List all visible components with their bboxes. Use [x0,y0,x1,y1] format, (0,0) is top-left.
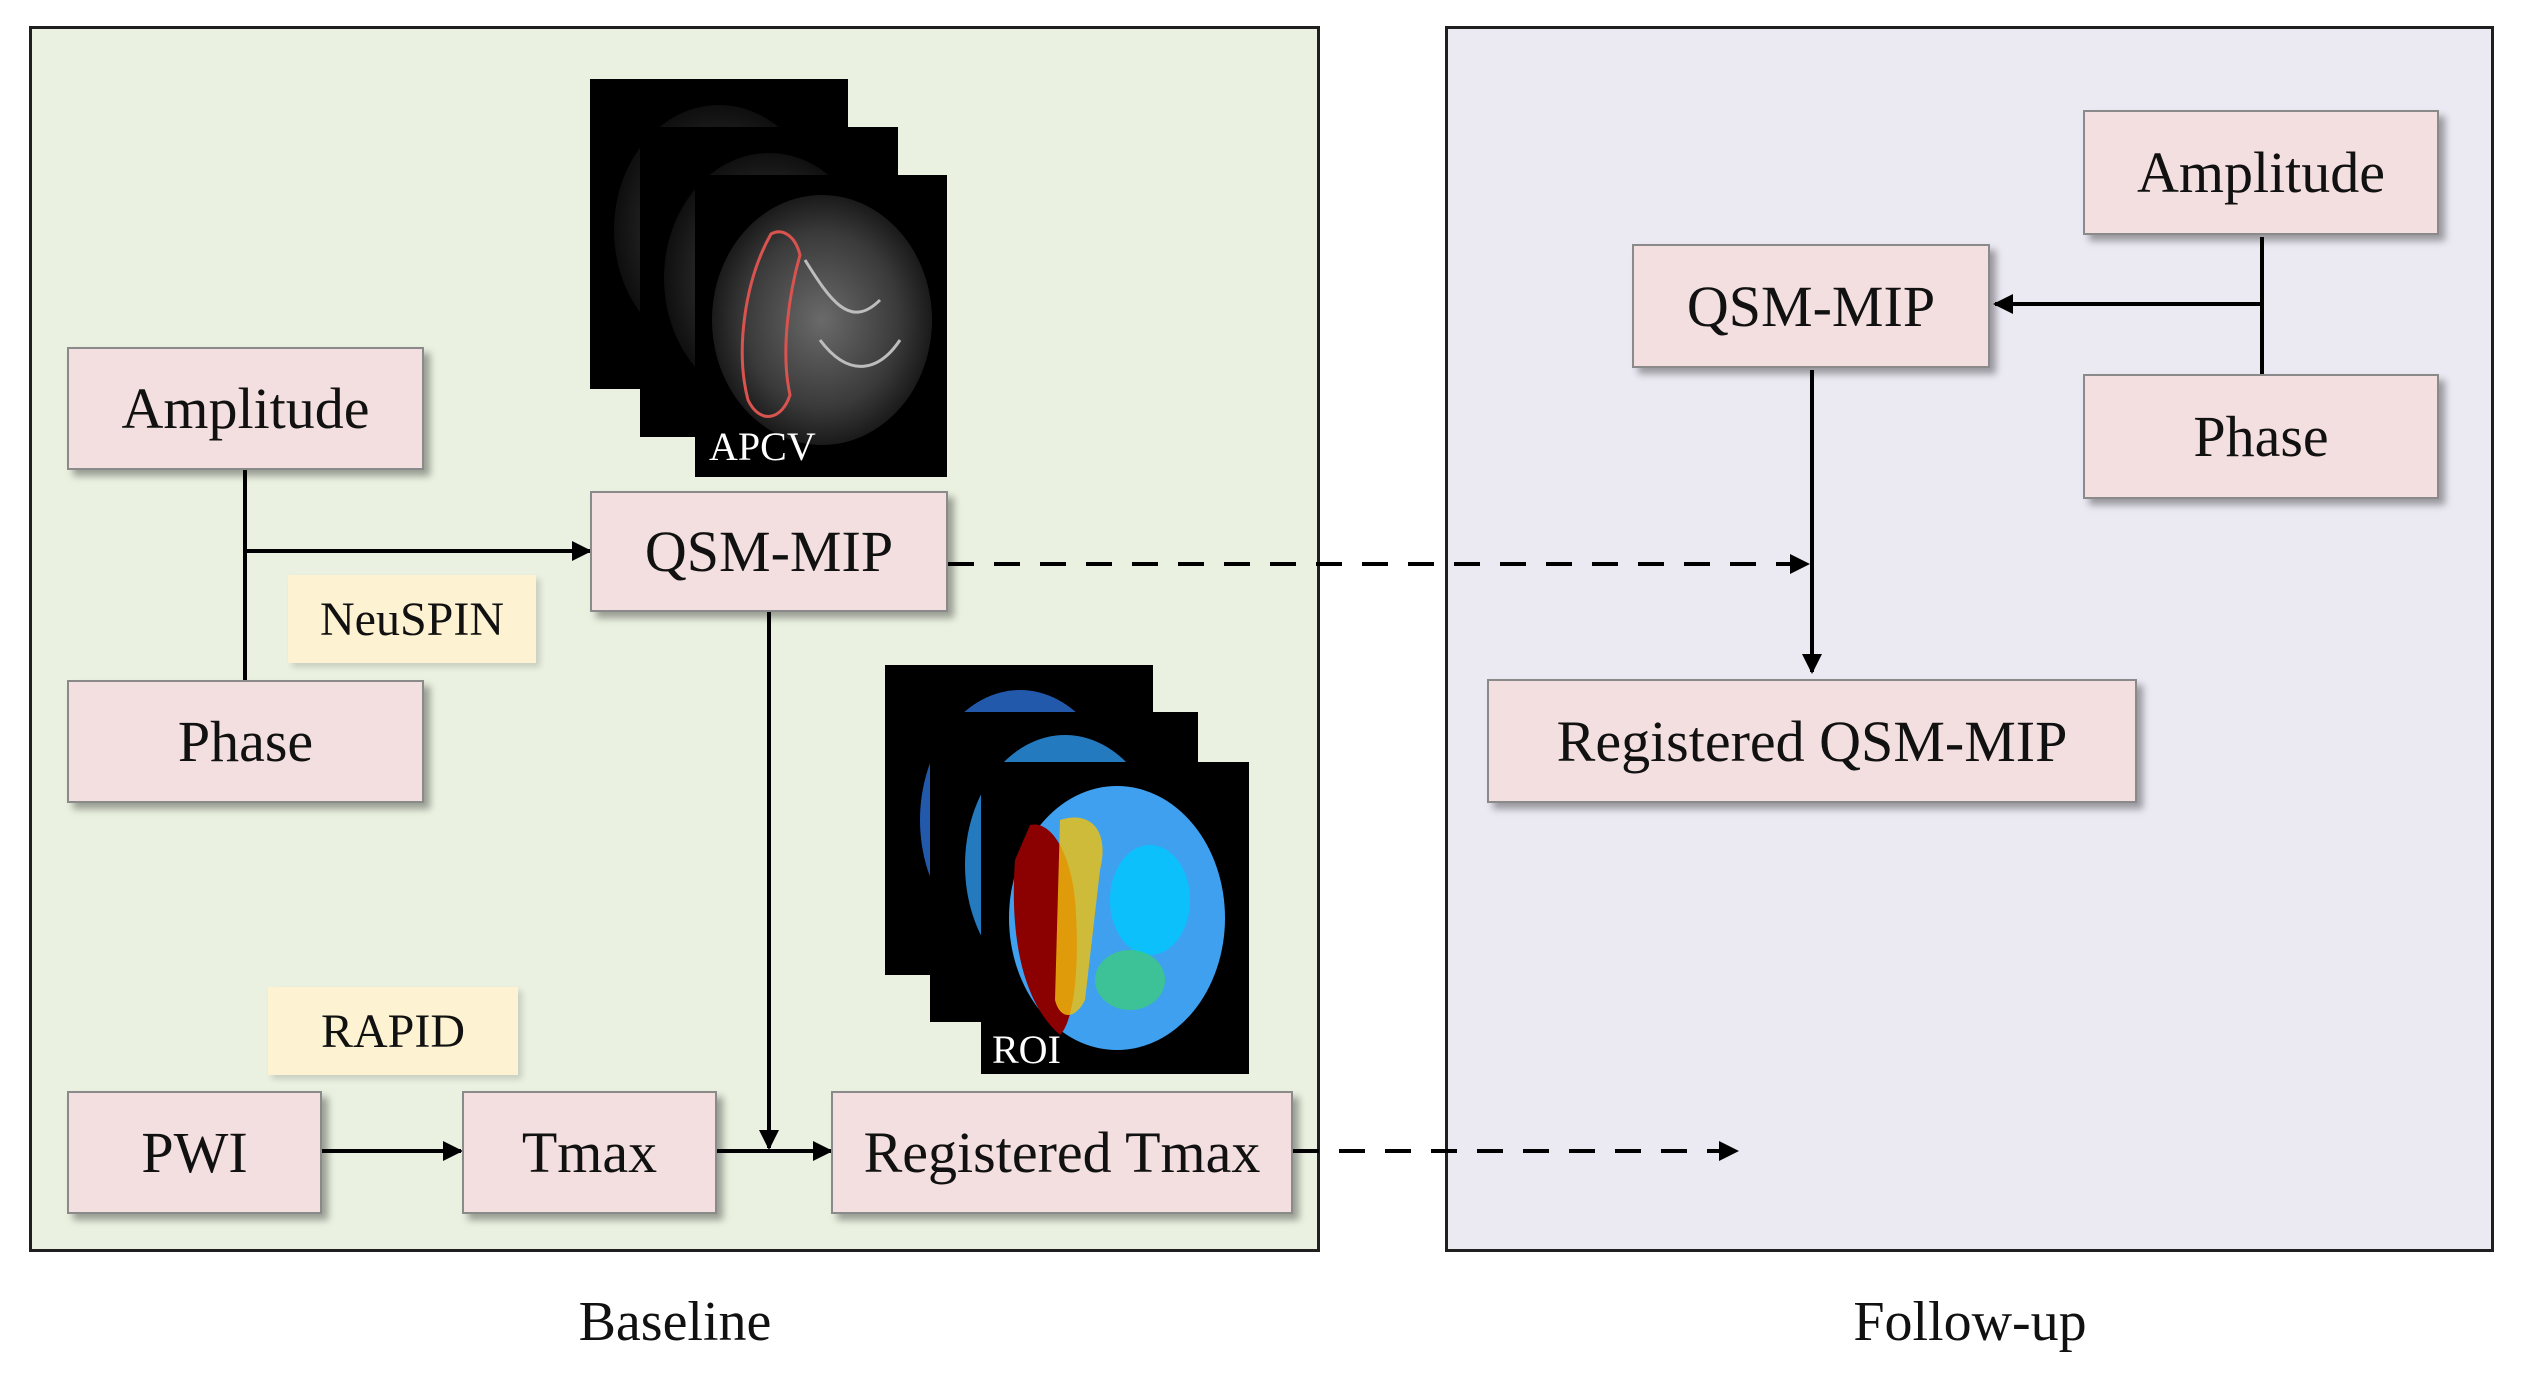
followup-caption: Follow-up [1853,1291,2087,1353]
baseline-amplitude-box: Amplitude [67,347,424,470]
roi-image-stack: ROI [885,665,1249,1074]
apcv-image-stack: APCV [590,79,947,477]
neuspin-tag: NeuSPIN [288,575,536,663]
followup-phase-box: Phase [2083,374,2439,499]
apcv-label: APCV [709,424,816,469]
baseline-caption: Baseline [578,1291,772,1353]
rapid-tag: RAPID [268,987,518,1075]
registered-qsm-mip-box: Registered QSM-MIP [1487,679,2137,803]
pwi-box: PWI [67,1091,322,1214]
followup-qsm-mip-box: QSM-MIP [1632,244,1990,368]
followup-amplitude-box: Amplitude [2083,110,2439,235]
baseline-qsm-mip-box: QSM-MIP [590,491,948,612]
registered-tmax-box: Registered Tmax [831,1091,1293,1214]
baseline-phase-box: Phase [67,680,424,803]
roi-label: ROI [992,1027,1061,1072]
tmax-box: Tmax [462,1091,717,1214]
